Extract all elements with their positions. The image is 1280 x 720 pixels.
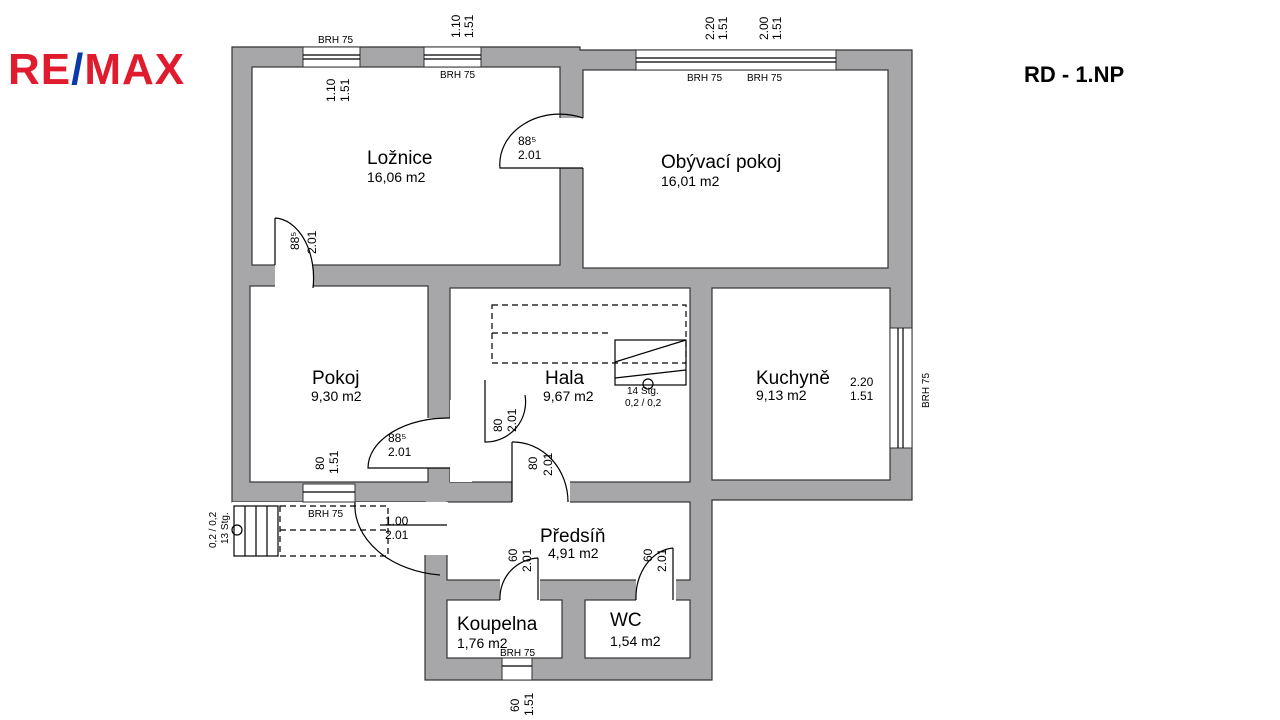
dim: 1.00	[385, 514, 409, 528]
room-loznice	[251, 66, 561, 266]
dim: 2.00	[757, 16, 771, 40]
dim: 88⁵	[388, 431, 406, 445]
room-area: 1,54 m2	[610, 633, 661, 649]
entrance-area	[232, 502, 448, 555]
wc-door-opening	[636, 578, 676, 602]
dim: 2.01	[518, 148, 542, 162]
floor-title: RD - 1.NP	[1024, 62, 1125, 87]
dim: 14 Stg.	[627, 386, 659, 397]
window	[302, 46, 361, 68]
dim: 1.51	[522, 692, 536, 716]
logo-re: RE	[8, 45, 72, 94]
window	[501, 657, 533, 681]
door-swing	[274, 217, 315, 289]
dim: 1.10	[449, 14, 463, 38]
door-swing	[511, 441, 569, 503]
room-area: 9,30 m2	[311, 388, 362, 404]
room-name: WC	[610, 610, 642, 631]
door-swing	[484, 380, 527, 443]
dim: 1.10	[324, 78, 338, 102]
dim: 1.51	[716, 16, 730, 40]
room-obyvaci-pokoj	[582, 69, 889, 269]
dim: 88⁵	[288, 232, 302, 250]
window	[635, 49, 837, 71]
dim: 0,2 / 0,2	[208, 511, 219, 548]
dim: 2.01	[505, 408, 519, 432]
dim: 2.01	[520, 548, 534, 572]
loznice-door-opening	[558, 118, 586, 168]
dim: 0,2 / 0,2	[625, 398, 662, 409]
room-area: 16,06 m2	[367, 169, 426, 185]
brh-label: BRH 75	[500, 648, 535, 659]
brh-label: BRH 75	[308, 509, 343, 520]
dim: 1.51	[327, 450, 341, 474]
dim: 1.51	[462, 14, 476, 38]
pokoj-door-opening	[275, 263, 313, 289]
room-name: Předsíň	[540, 526, 605, 547]
room-area: 9,67 m2	[543, 388, 594, 404]
entrance-stairs	[231, 505, 389, 557]
dim: 80	[491, 418, 505, 432]
dim: 13 Stg.	[220, 512, 231, 544]
remax-logo: RE/MAX	[8, 48, 185, 92]
room-name: Hala	[545, 368, 585, 389]
dim: 1.51	[338, 78, 352, 102]
dim: 88⁵	[518, 134, 536, 148]
brh-label: BRH 75	[318, 35, 353, 46]
koupelna-door-opening	[500, 578, 540, 602]
brh-label: BRH 75	[921, 373, 932, 408]
brh-label: BRH 75	[440, 70, 475, 81]
dim: 80	[313, 456, 327, 470]
room-predsin	[446, 501, 691, 581]
room-name: Kuchyně	[756, 368, 830, 389]
door-swing	[499, 113, 584, 169]
dim: 2.01	[541, 452, 555, 476]
logo-slash: /	[71, 45, 85, 94]
window	[302, 483, 356, 503]
logo-max: MAX	[84, 45, 186, 94]
door-swing	[635, 547, 674, 601]
room-area: 9,13 m2	[756, 387, 807, 403]
room-area: 4,91 m2	[548, 545, 599, 561]
window	[889, 327, 913, 449]
dim: 60	[641, 548, 655, 562]
room-pokoj	[249, 285, 429, 483]
dim: 2.01	[388, 445, 412, 459]
staircase	[491, 304, 687, 390]
room-kuchyne	[711, 287, 891, 481]
room-name: Obývací pokoj	[661, 152, 781, 173]
predsin-door-opening	[512, 480, 570, 504]
dim: 1.51	[770, 16, 784, 40]
dim: 1.51	[850, 389, 874, 403]
room-name: Pokoj	[312, 368, 360, 389]
room-area: 16,01 m2	[661, 173, 720, 189]
room-koupelna	[446, 599, 563, 659]
pokoj-hala-door-opening	[426, 418, 452, 468]
brh-label: BRH 75	[687, 73, 722, 84]
dim: 60	[508, 698, 522, 712]
dim: 2.20	[850, 375, 874, 389]
door-swing	[354, 501, 447, 576]
dim: 2.01	[305, 230, 319, 254]
dim: 80	[526, 456, 540, 470]
room-name: Ložnice	[367, 148, 433, 169]
hala-passage	[450, 400, 472, 482]
room-name: Koupelna	[457, 614, 538, 635]
door-swing	[367, 417, 451, 469]
room-area: 1,76 m2	[457, 635, 508, 651]
dim: 2.01	[385, 528, 409, 542]
window	[423, 46, 482, 68]
dim: 2.01	[655, 548, 669, 572]
dimension-labels: BRH 75 1.10 1.51 BRH 75 1.10 1.51 2.20 1…	[208, 14, 932, 716]
dim: 2.20	[703, 16, 717, 40]
brh-label: BRH 75	[747, 73, 782, 84]
door-swing	[499, 557, 539, 601]
dim: 60	[506, 548, 520, 562]
